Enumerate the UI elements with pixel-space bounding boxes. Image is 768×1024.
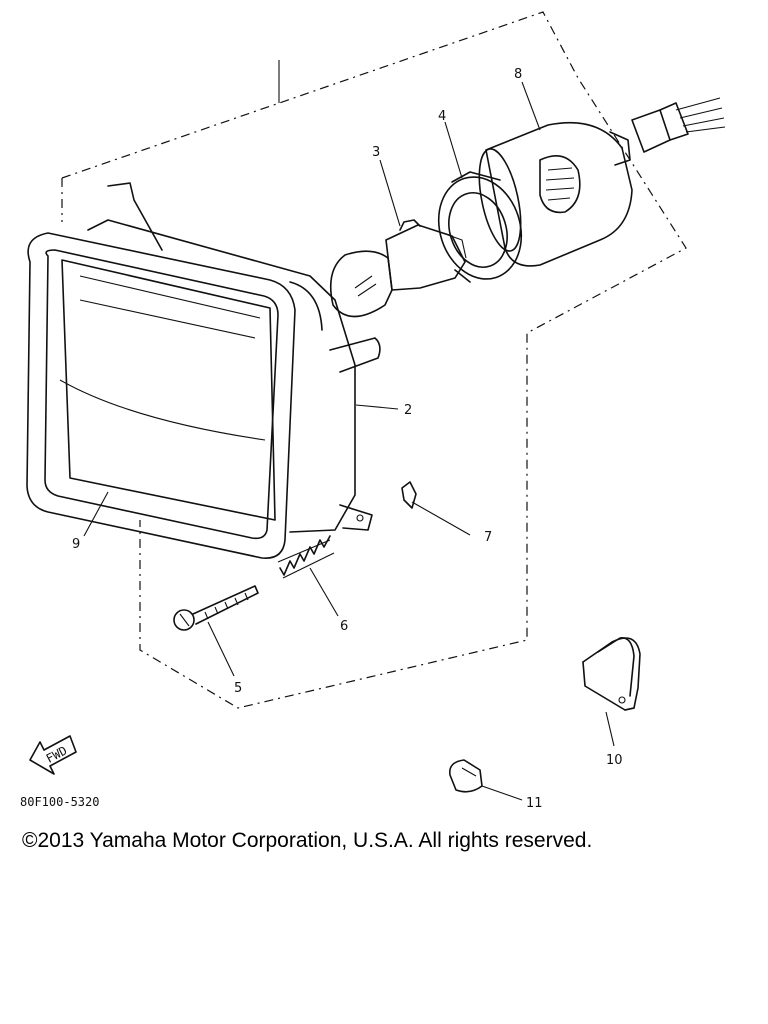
assembly-boundary (61, 11, 687, 709)
headlight-unit (59, 182, 381, 533)
socket-cover (478, 121, 633, 267)
clip-nut (401, 481, 417, 509)
bulb-holder (437, 171, 523, 283)
fwd-label: FWD (44, 743, 70, 766)
part-label-3: 3 (372, 145, 380, 160)
part-label-2: 2 (404, 403, 412, 418)
adjusting-screw (173, 585, 259, 631)
part-label-7: 7 (484, 530, 492, 545)
rim-frame (26, 232, 296, 559)
part-label-9: 9 (72, 537, 80, 552)
part-label-5: 5 (234, 681, 242, 696)
copyright-notice: ©2013 Yamaha Motor Corporation, U.S.A. A… (22, 829, 593, 852)
bracket-band (582, 637, 641, 711)
spring (277, 535, 335, 579)
leader-lines (83, 81, 615, 801)
part-label-6: 6 (340, 619, 348, 634)
part-label-11: 11 (526, 796, 543, 811)
forward-arrow-icon: FWD (29, 735, 77, 775)
connector (631, 97, 726, 153)
part-label-8: 8 (514, 67, 522, 82)
part-label-10: 10 (606, 753, 623, 768)
clip-grommet (448, 759, 483, 793)
diagram-code: 80F100-5320 (20, 795, 99, 809)
bulb (329, 219, 467, 318)
part-label-4: 4 (438, 109, 446, 124)
